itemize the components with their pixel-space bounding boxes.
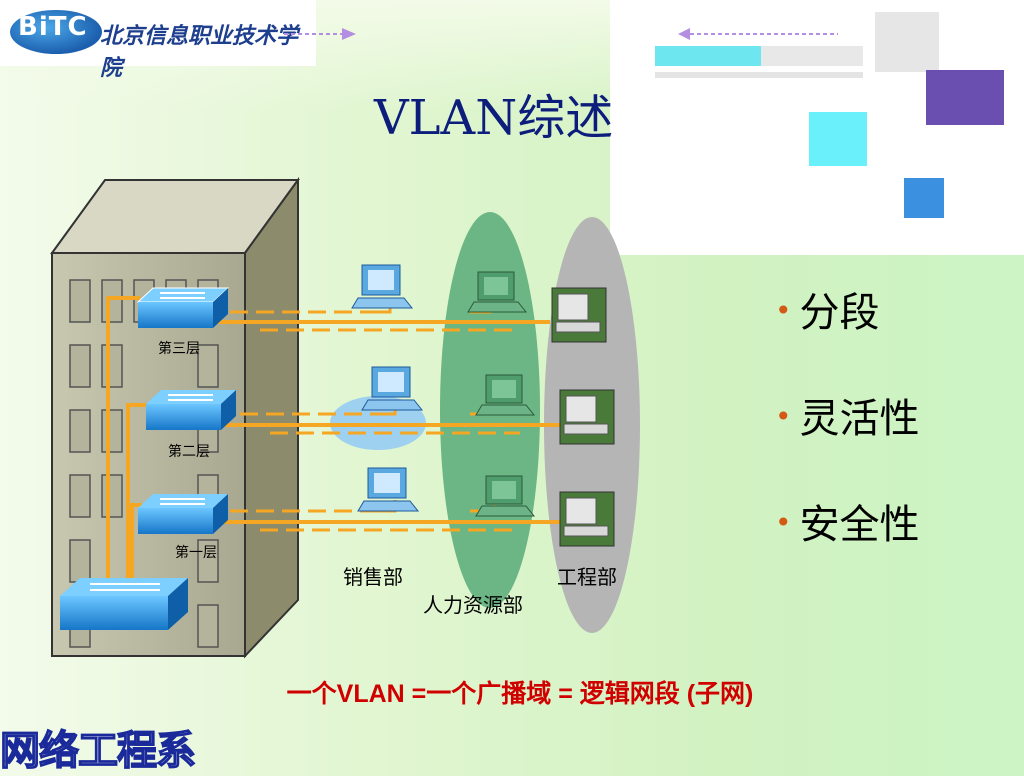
department-stamp: 网络工程系 [0,726,197,775]
computer-icon [559,491,615,547]
page-title: VLAN综述 [374,90,614,146]
formula-part-1: 一个 [286,680,337,708]
switch-icon [136,287,230,328]
label-sales: 销售部 [343,565,403,589]
floor-label-2: 第二层 [168,443,210,460]
switch-icon [146,390,236,430]
computer-icon [475,374,536,416]
computer-icon [361,366,424,411]
bullet-item: •分段 [775,280,920,386]
computer-icon [559,389,615,445]
label-engineering: 工程部 [557,565,617,589]
label-hr: 人力资源部 [423,593,523,617]
logo-mark-text: BiTC [18,12,88,42]
arrow-right-icon [284,28,356,40]
formula-part-3: 一个广播域 = 逻辑网段 (子网) [426,680,754,708]
computer-icon [551,287,607,343]
bullet-text: 安全性 [799,502,920,548]
formula-part-2: VLAN = [336,680,427,708]
bullet-dot-icon: • [775,506,792,539]
vlan-formula: 一个VLAN =一个广播域 = 逻辑网段 (子网) [200,674,840,710]
bullet-dot-icon: • [775,294,792,327]
bullet-text: 灵活性 [799,396,920,442]
switch-icon [60,578,188,630]
logo-name: 北京信息职业技术学院 [100,23,299,81]
bullet-list: •分段 •灵活性 •安全性 [775,280,920,598]
floor-label-3: 第三层 [158,340,200,357]
bullet-item: •安全性 [775,492,920,598]
computer-icon [475,475,536,517]
bullet-dot-icon: • [775,400,792,433]
bullet-item: •灵活性 [775,386,920,492]
computer-icon [351,264,414,309]
logo: BiTC 北京信息职业技术学院 [0,0,316,81]
computer-icon [467,271,528,313]
computer-icon [357,467,420,512]
switch-icon [138,494,228,534]
decor-squares [655,12,1004,218]
cables [210,320,560,524]
bullet-text: 分段 [799,290,880,336]
logo-mark-icon [10,10,102,54]
floor-label-1: 第一层 [175,544,217,561]
